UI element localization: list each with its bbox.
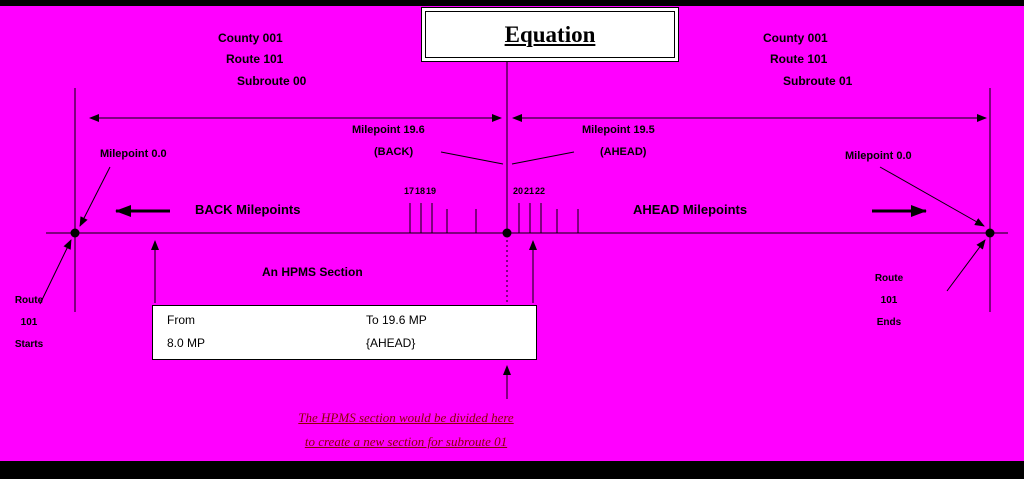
back-pointer-line (440, 151, 504, 165)
tick-label-22: 22 (535, 186, 546, 196)
equation-box: Equation (421, 7, 679, 62)
hpms-from-label: From (167, 313, 195, 327)
top-border-bar (0, 0, 1024, 6)
milepoint-dots (70, 228, 995, 238)
route-starts-arrow (39, 239, 72, 305)
route-starts-number: 101 (20, 317, 38, 328)
ahead-milepoint-label: Milepoint 19.5 (582, 124, 655, 136)
route-ends-number: 101 (880, 295, 898, 306)
route-ends-block: Route 101 Ends (860, 268, 918, 334)
right-county-label: County 001 (763, 31, 828, 45)
right-milepoint-arrow (879, 166, 985, 227)
route-ends-status: Ends (876, 317, 902, 328)
bottom-border-bar (0, 461, 1024, 479)
tick-label-20: 20 (513, 186, 524, 196)
ahead-milepoints-label: AHEAD Milepoints (633, 202, 748, 217)
back-milepoints-label: BACK Milepoints (195, 202, 301, 217)
divide-note: The HPMS section would be divided here t… (268, 406, 544, 454)
left-county-label: County 001 (218, 31, 283, 45)
hpms-to-value: {AHEAD} (366, 336, 416, 350)
route-starts-status: Starts (14, 339, 44, 350)
left-subroute-label: Subroute 00 (237, 74, 307, 88)
back-tag-label: (BACK) (374, 146, 414, 158)
route-starts-block: Route 101 Starts (0, 290, 58, 356)
equation-title: Equation (504, 21, 596, 47)
left-terminus-dot (70, 228, 80, 238)
back-milepoint-label: Milepoint 19.6 (352, 124, 425, 136)
hpms-from-value: 8.0 MP (167, 336, 206, 350)
tick-label-21: 21 (524, 186, 535, 196)
hpms-section-label: An HPMS Section (262, 265, 363, 279)
left-route-label: Route 101 (226, 52, 284, 66)
ahead-pointer-line (511, 151, 575, 165)
hpms-section-box: From 8.0 MP To 19.6 MP {AHEAD} (152, 305, 537, 360)
tick-label-19: 19 (426, 186, 437, 196)
ahead-tag-label: (AHEAD) (600, 146, 647, 158)
right-milepoint-zero-label: Milepoint 0.0 (845, 150, 912, 162)
right-subroute-label: Subroute 01 (783, 74, 853, 88)
tick-marks-right (518, 203, 579, 233)
equation-point-dot (502, 228, 512, 238)
right-route-label: Route 101 (770, 52, 828, 66)
tick-label-18: 18 (415, 186, 426, 196)
right-terminus-dot (985, 228, 995, 238)
route-ends-word: Route (874, 273, 904, 284)
divide-note-line2: to create a new section for subroute 01 (304, 434, 508, 449)
tick-marks-left (409, 203, 477, 233)
divide-note-line1: The HPMS section would be divided here (298, 410, 514, 425)
tick-label-17: 17 (404, 186, 415, 196)
left-milepoint-zero-label: Milepoint 0.0 (100, 148, 167, 160)
route-starts-word: Route (14, 295, 44, 306)
route-ends-arrow (946, 239, 986, 292)
hpms-to-label: To 19.6 MP (366, 313, 427, 327)
left-milepoint-arrow (79, 166, 111, 227)
